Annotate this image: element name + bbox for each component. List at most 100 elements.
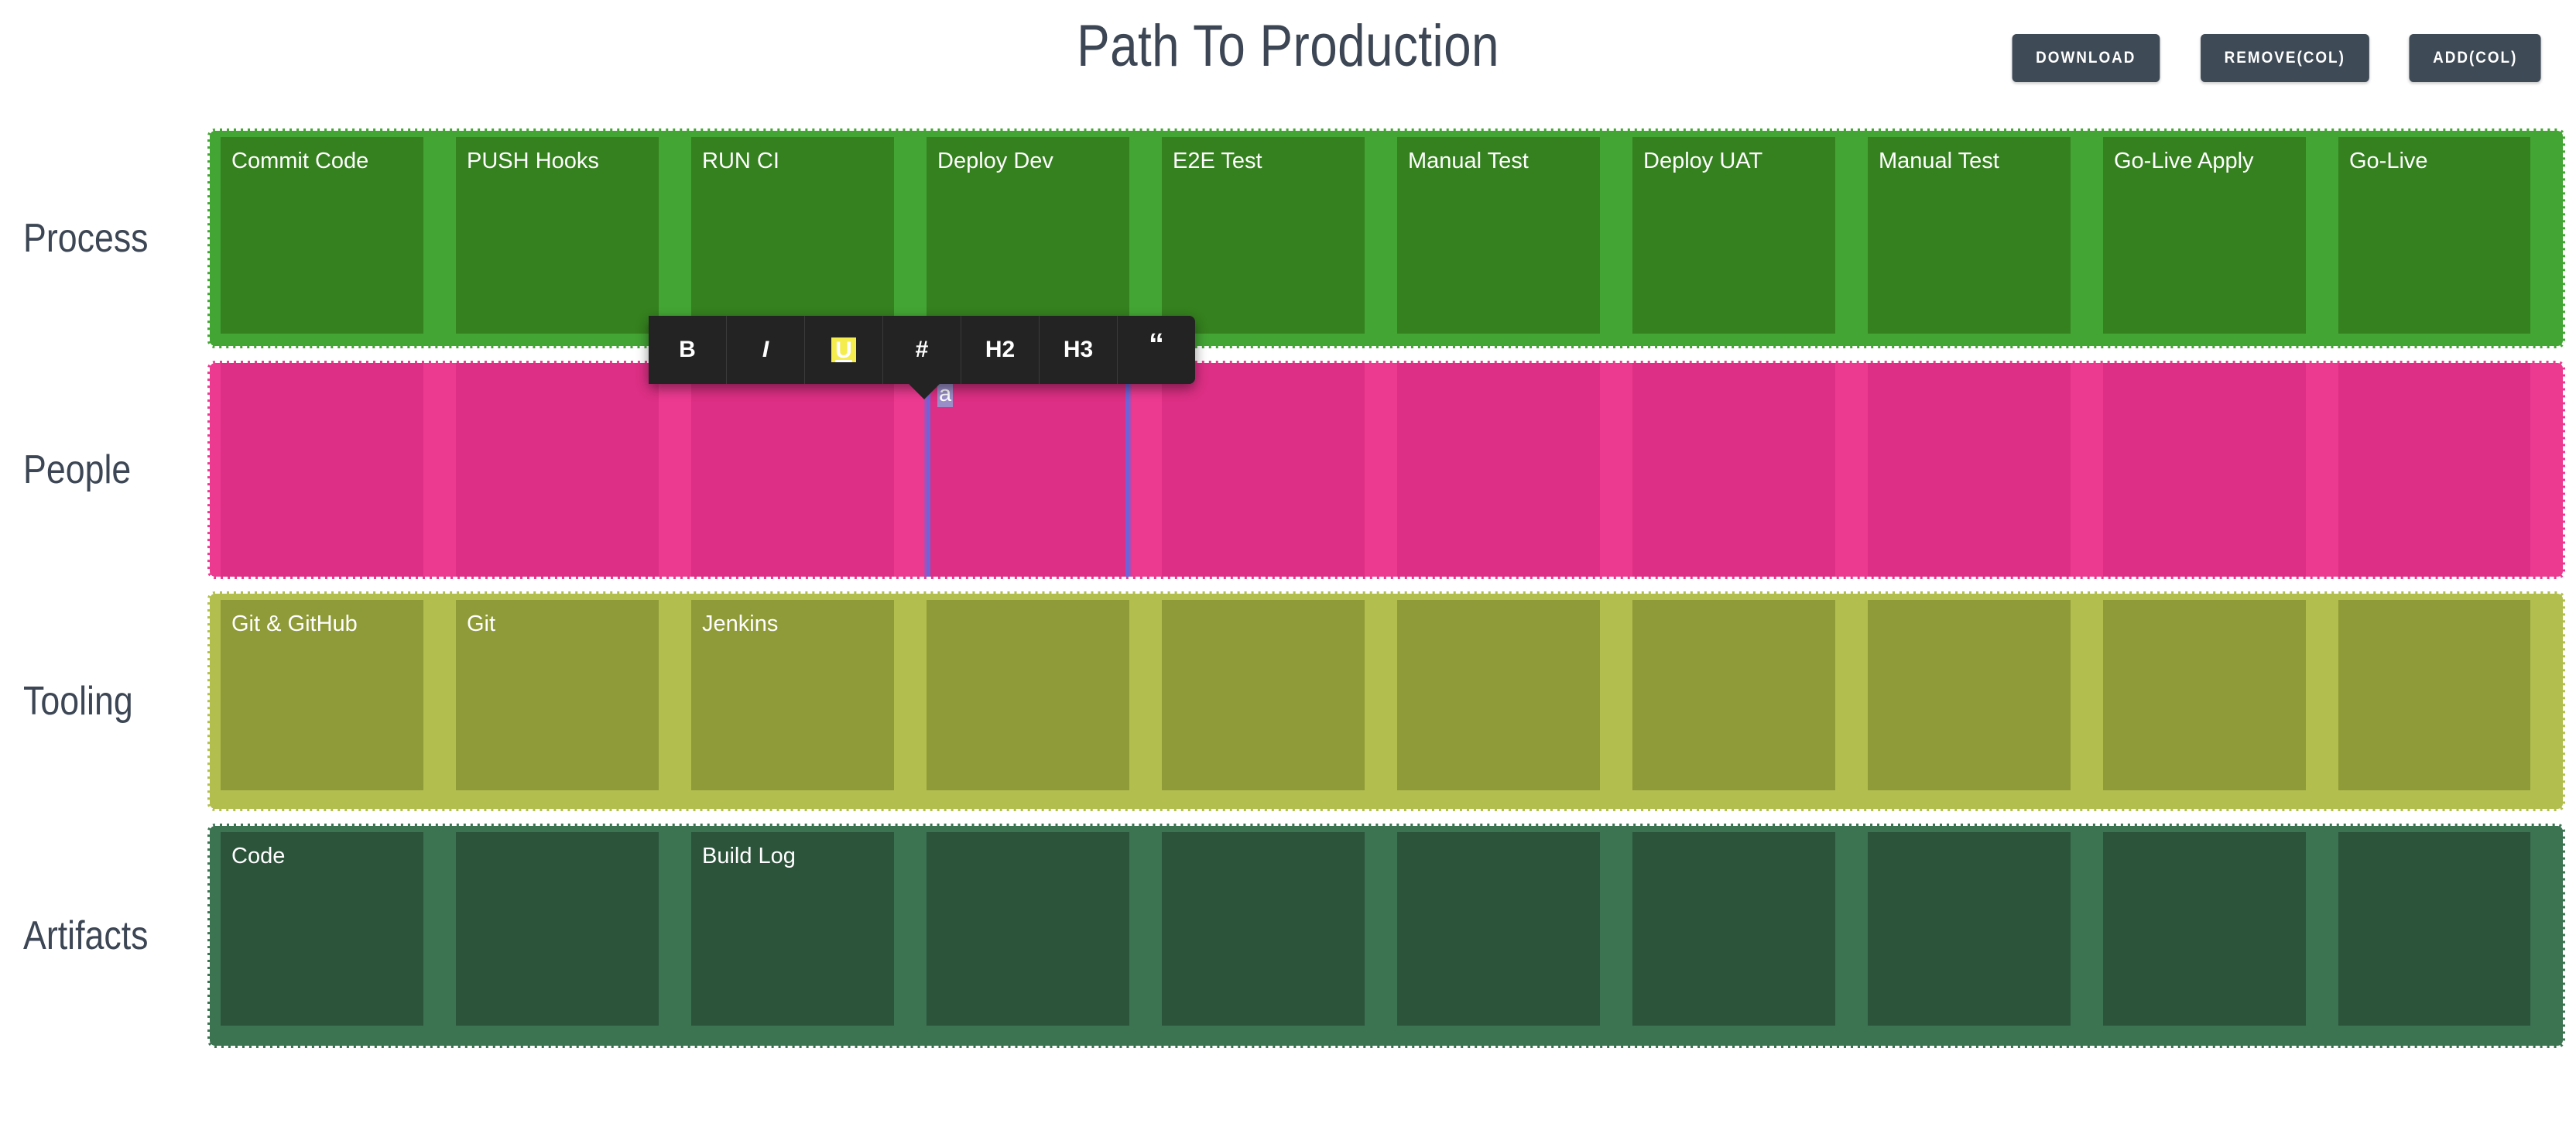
board-cell-tooling-3[interactable] — [927, 600, 1129, 790]
board-cell-people-7[interactable] — [1868, 363, 2071, 577]
row-band-artifacts: Code Build Log — [207, 824, 2565, 1048]
cell-slot — [2328, 600, 2563, 790]
toolbar-button-label: B — [679, 337, 696, 362]
row-label-people: People — [0, 361, 207, 579]
bold-button[interactable]: B — [649, 316, 727, 384]
cell-slot: Manual Test — [1857, 137, 2092, 334]
cell-slot — [1622, 363, 1857, 577]
row-band-people: a — [207, 361, 2565, 579]
row-label-tooling: Tooling — [0, 591, 207, 811]
board-cell-people-4[interactable] — [1162, 363, 1365, 577]
row-label-text: Artifacts — [23, 913, 149, 958]
cell-slot: Git & GitHub — [210, 600, 445, 790]
header-actions: Download Remove(col) Add(col) — [2004, 34, 2548, 82]
italic-button[interactable]: I — [727, 316, 805, 384]
row-label-process: Process — [0, 128, 207, 348]
cell-slot — [1151, 600, 1386, 790]
board-cell-process-3[interactable]: Deploy Dev — [927, 137, 1129, 334]
cell-slot — [2092, 600, 2328, 790]
board-row-artifacts: Artifacts Code Build Log — [0, 824, 2576, 1048]
board-cell-process-2[interactable]: RUN CI — [691, 137, 894, 334]
board-cell-tooling-7[interactable] — [1868, 600, 2071, 790]
toolbar-button-label: H3 — [1063, 337, 1094, 362]
cell-text: Manual Test — [1879, 149, 1999, 173]
board-cell-tooling-6[interactable] — [1632, 600, 1835, 790]
heading-h1-button[interactable]: # — [883, 316, 961, 384]
board-cell-process-7[interactable]: Manual Test — [1868, 137, 2071, 334]
download-button[interactable]: Download — [2012, 34, 2160, 82]
board-cell-tooling-2[interactable]: Jenkins — [691, 600, 894, 790]
board-cell-artifacts-0[interactable]: Code — [221, 832, 423, 1026]
board-cell-tooling-5[interactable] — [1397, 600, 1600, 790]
board-cell-people-6[interactable] — [1632, 363, 1835, 577]
cell-text: Deploy Dev — [937, 149, 1053, 173]
cell-slot — [445, 363, 680, 577]
page-title: Path To Production — [1077, 13, 1499, 79]
blockquote-button[interactable]: “ — [1118, 316, 1195, 384]
board-cell-people-2[interactable] — [691, 363, 894, 577]
header: Path To Production Download Remove(col) … — [0, 0, 2576, 130]
add-col-button[interactable]: Add(col) — [2409, 34, 2541, 82]
board-cell-artifacts-3[interactable] — [927, 832, 1129, 1026]
board-cell-people-1[interactable] — [456, 363, 659, 577]
board-cell-process-5[interactable]: Manual Test — [1397, 137, 1600, 334]
cell-text: E2E Test — [1173, 149, 1262, 173]
board-cell-artifacts-7[interactable] — [1868, 832, 2071, 1026]
board-cell-people-5[interactable] — [1397, 363, 1600, 577]
underline-glyph: U — [831, 337, 856, 363]
cell-slot: Go-Live — [2328, 137, 2563, 334]
row-label-text: Tooling — [23, 679, 133, 724]
cell-slot: Commit Code — [210, 137, 445, 334]
underline-button[interactable]: U — [805, 316, 883, 384]
cell-text: Code — [231, 844, 286, 868]
board-cell-artifacts-9[interactable] — [2338, 832, 2530, 1026]
row-label-artifacts: Artifacts — [0, 824, 207, 1048]
board-cell-people-9[interactable] — [2338, 363, 2530, 577]
cell-slot — [210, 363, 445, 577]
cell-text: Manual Test — [1408, 149, 1529, 173]
toolbar-button-label: “ — [1149, 327, 1164, 361]
cell-slot — [2092, 832, 2328, 1026]
board-cell-tooling-9[interactable] — [2338, 600, 2530, 790]
cell-slot — [916, 832, 1151, 1026]
cell-text: Go-Live — [2349, 149, 2428, 173]
board-cell-process-0[interactable]: Commit Code — [221, 137, 423, 334]
format-toolbar[interactable]: B I U #H2 H3 “ — [649, 316, 1195, 399]
board-cell-people-3[interactable]: a — [927, 363, 1129, 577]
board-cell-tooling-1[interactable]: Git — [456, 600, 659, 790]
board-cell-tooling-4[interactable] — [1162, 600, 1365, 790]
board-cell-artifacts-4[interactable] — [1162, 832, 1365, 1026]
board-cell-people-0[interactable] — [221, 363, 423, 577]
board-cell-artifacts-5[interactable] — [1397, 832, 1600, 1026]
board-cell-process-9[interactable]: Go-Live — [2338, 137, 2530, 334]
heading-h3-button[interactable]: H3 — [1040, 316, 1118, 384]
cell-slot — [1386, 832, 1622, 1026]
cell-slot — [2328, 832, 2563, 1026]
board-cell-artifacts-6[interactable] — [1632, 832, 1835, 1026]
toolbar-pointer — [908, 383, 940, 399]
cell-slot: Deploy Dev — [916, 137, 1151, 334]
board-cell-process-4[interactable]: E2E Test — [1162, 137, 1365, 334]
cell-slot — [2328, 363, 2563, 577]
board-cell-people-8[interactable] — [2103, 363, 2306, 577]
cell-slot — [1622, 600, 1857, 790]
board-cell-artifacts-1[interactable] — [456, 832, 659, 1026]
cell-slot: Code — [210, 832, 445, 1026]
board-cell-process-1[interactable]: PUSH Hooks — [456, 137, 659, 334]
heading-h2-button[interactable]: H2 — [961, 316, 1040, 384]
cell-slot — [1622, 832, 1857, 1026]
row-label-text: Process — [23, 216, 149, 261]
board-cell-artifacts-8[interactable] — [2103, 832, 2306, 1026]
board-cell-tooling-0[interactable]: Git & GitHub — [221, 600, 423, 790]
cell-slot: PUSH Hooks — [445, 137, 680, 334]
cell-text: RUN CI — [702, 149, 779, 173]
board-cell-artifacts-2[interactable]: Build Log — [691, 832, 894, 1026]
board-cell-tooling-8[interactable] — [2103, 600, 2306, 790]
board-cell-process-6[interactable]: Deploy UAT — [1632, 137, 1835, 334]
remove-col-button[interactable]: Remove(col) — [2201, 34, 2369, 82]
cell-text: Build Log — [702, 844, 796, 868]
board-cell-process-8[interactable]: Go-Live Apply — [2103, 137, 2306, 334]
toolbar-button-label: I — [762, 337, 769, 362]
